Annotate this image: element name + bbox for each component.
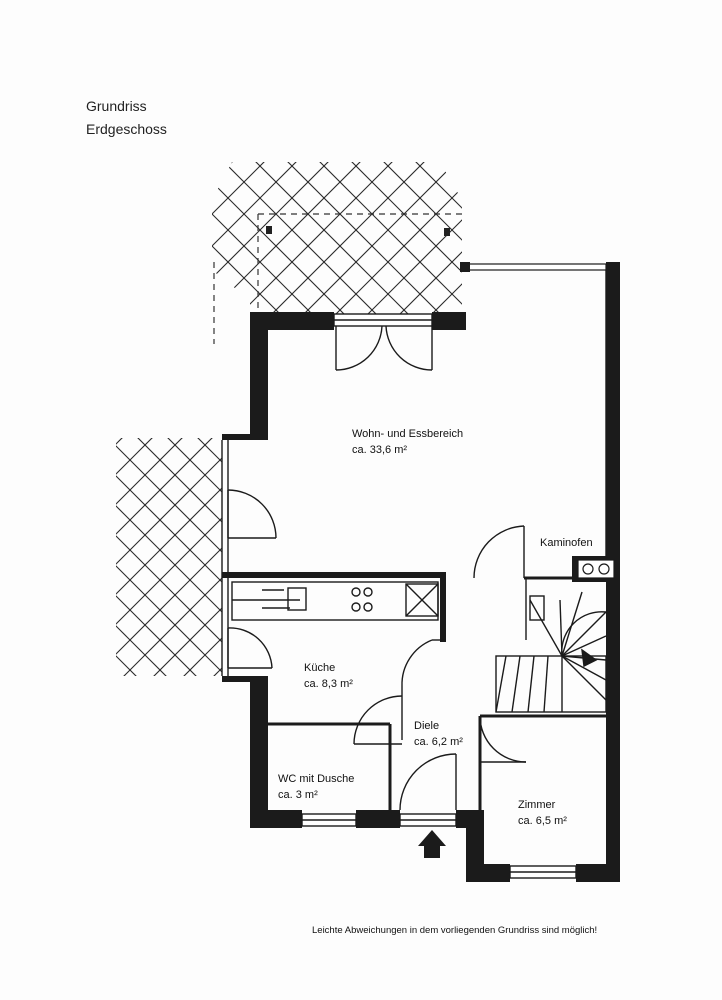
terrace-outline	[213, 213, 462, 344]
room-area: ca. 8,3 m²	[304, 678, 353, 690]
kitchen-counter	[231, 581, 439, 621]
room-area: ca. 33,6 m²	[352, 444, 408, 456]
room-name: Wohn- und Essbereich	[352, 428, 464, 440]
room-area: ca. 3 m²	[278, 789, 318, 801]
floor-name: Erdgeschoss	[86, 121, 167, 137]
interior-walls	[222, 572, 614, 812]
entrance-arrow-icon	[418, 830, 446, 858]
room-name: Diele	[414, 720, 440, 732]
terrace-post	[444, 228, 450, 236]
room-wc-shower: WC mit Dusche ca. 3 m²	[278, 771, 354, 803]
room-area: ca. 6,2 m²	[414, 736, 463, 748]
room-living-dining: Wohn- und Essbereich ca. 33,6 m²	[352, 426, 463, 458]
room-name: Küche	[304, 662, 336, 674]
windows	[221, 262, 607, 879]
room-name: Zimmer	[518, 799, 556, 811]
staircase	[495, 591, 607, 713]
room-name: WC mit Dusche	[278, 773, 355, 785]
room-kitchen: Küche ca. 8,3 m²	[304, 660, 353, 692]
hall-doors	[353, 525, 527, 811]
room-name: Kaminofen	[540, 537, 593, 549]
room-bedroom: Zimmer ca. 6,5 m²	[518, 797, 567, 829]
disclaimer-note: Leichte Abweichungen in dem vorliegenden…	[312, 925, 598, 936]
terrace-double-door	[335, 325, 433, 371]
exterior-walls	[222, 262, 620, 882]
room-hall: Diele ca. 6,2 m²	[414, 718, 463, 750]
kitchen-door	[227, 627, 273, 669]
side-door	[227, 489, 277, 539]
terrace-post	[266, 226, 272, 234]
fireplace-stove	[577, 559, 615, 579]
patio-tiles	[116, 438, 222, 676]
room-area: ca. 6,5 m²	[518, 815, 567, 827]
plan-title: Grundriss	[86, 98, 147, 114]
room-fireplace: Kaminofen	[540, 535, 593, 551]
terrace-tiles	[212, 162, 462, 318]
